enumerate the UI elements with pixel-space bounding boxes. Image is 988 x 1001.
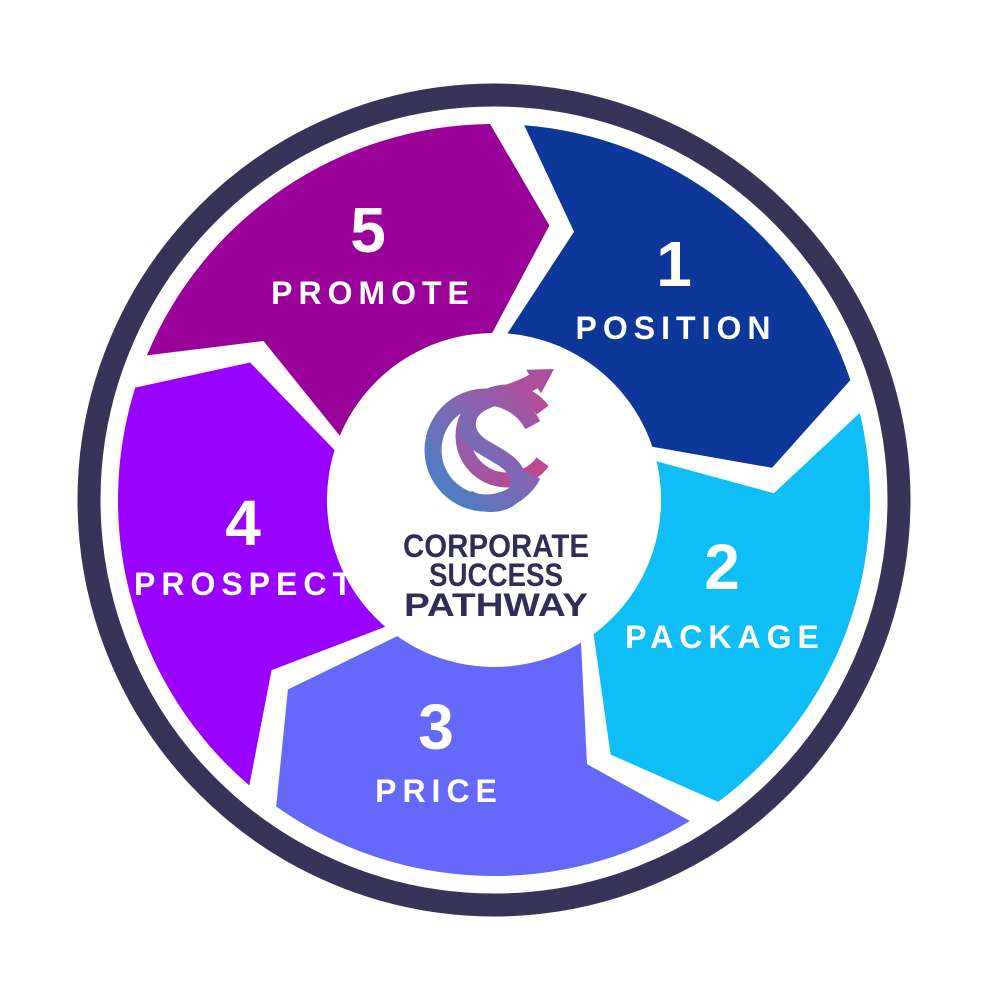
center-title-line-1: CORPORATE [403,528,589,564]
segment-1-label: POSITION [576,310,777,346]
outer-ring [77,83,911,917]
segment-1-number: 1 [656,228,692,300]
segment-2-number: 2 [704,531,740,603]
segment-3-number: 3 [418,691,454,763]
segment-3-price: 3 PRICE [276,636,690,877]
center-title-line-3: PATHWAY [404,587,588,623]
center-title: CORPORATE SUCCESS PATHWAY [403,528,589,623]
segment-4-number: 4 [225,487,261,559]
segment-5-promote: 5 PROMOTE [146,124,550,436]
segment-3-arrow-shape [276,636,690,877]
cs-arrow-logo-icon [424,369,554,512]
segment-2-label: PACKAGE [625,619,825,655]
segment-2-arrow-shape [593,412,871,802]
logo-s-curve [459,373,541,512]
center-title-line-2: SUCCESS [429,557,563,593]
segment-5-label: PROMOTE [271,275,475,311]
segment-5-arrow-shape [146,124,550,436]
segment-4-prospect: 4 PROSPECT [117,362,386,786]
segment-4-label: PROSPECT [134,566,358,602]
logo-arrowhead [526,369,554,394]
segment-3-label: PRICE [375,773,503,809]
segment-5-number: 5 [350,194,386,266]
segment-1-arrow-shape [507,125,851,468]
segment-2-package: 2 PACKAGE [593,412,871,802]
segment-4-arrow-shape [117,362,386,786]
segment-1-position: 1 POSITION [507,125,851,468]
